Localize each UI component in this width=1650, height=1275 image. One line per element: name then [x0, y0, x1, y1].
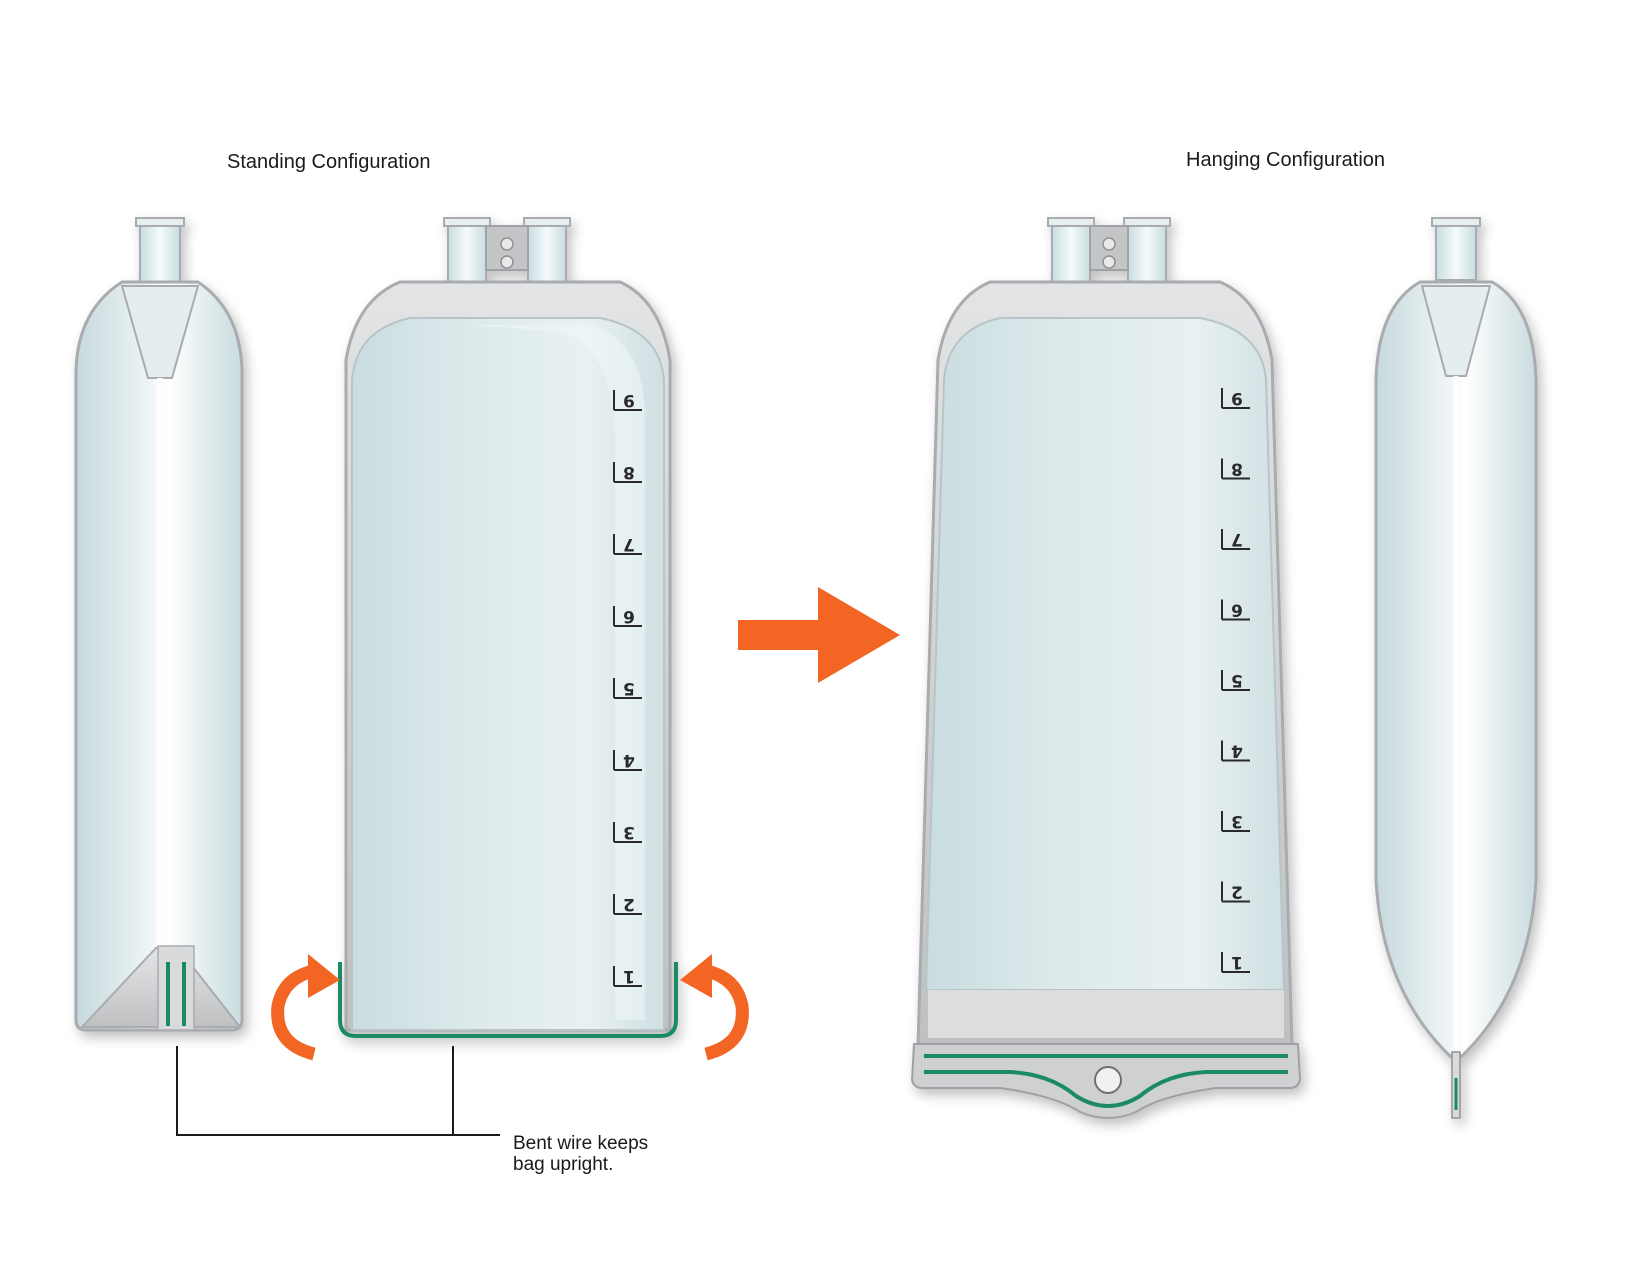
front-hang-hole-2	[500, 255, 514, 269]
bent-wire-callout: Bent wire keeps bag upright.	[513, 1133, 648, 1175]
transition-arrow-icon	[738, 587, 900, 683]
hanging-graduation-7: 7	[1231, 529, 1243, 549]
rotate-left-arrow-icon	[271, 963, 320, 1061]
hanging-port-left	[1051, 221, 1091, 285]
standing-graduation-3: 3	[623, 822, 635, 842]
rotate-right-arrowhead-icon	[680, 954, 712, 998]
rotate-left-arrowhead-icon	[308, 954, 340, 998]
standing-graduation-9: 9	[623, 390, 635, 410]
hanging-bag-body	[924, 317, 1286, 991]
standing-configuration-label: Standing Configuration	[227, 151, 431, 173]
standing-front-view: 9 8 7 6 5 4 3 2 1	[338, 217, 678, 1038]
hanging-configuration-label: Hanging Configuration	[1186, 149, 1386, 171]
hanging-graduation-8: 8	[1231, 459, 1243, 479]
hanging-graduation-2: 2	[1231, 882, 1243, 902]
rotate-right-arrow-icon	[700, 963, 749, 1061]
hanging-graduation-scale: 9 8 7 6 5 4 3 2 1	[1221, 388, 1250, 973]
side-port	[139, 221, 181, 283]
front-port-right	[527, 221, 567, 285]
side-wire-slot	[157, 945, 195, 1031]
hanging-graduation-9: 9	[1231, 388, 1243, 408]
hanging-side-top-gusset	[1420, 285, 1492, 377]
hanging-front-view: 9 8 7 6 5 4 3 2 1	[910, 217, 1302, 1119]
side-port-rim	[135, 217, 185, 227]
hanging-side-view	[1374, 217, 1538, 1119]
front-hang-hole-1	[500, 237, 514, 251]
standing-graduation-7: 7	[623, 534, 635, 554]
hanging-graduation-6: 6	[1231, 600, 1243, 620]
side-top-gusset	[120, 285, 200, 379]
standing-side-view	[74, 217, 244, 1032]
callout-leader-side	[176, 1046, 500, 1136]
front-port-left	[447, 221, 487, 285]
front-port-right-rim	[523, 217, 571, 227]
hanging-graduation-4: 4	[1231, 741, 1243, 761]
standing-graduation-8: 8	[623, 462, 635, 482]
standing-graduation-1: 1	[623, 966, 635, 986]
hanging-bottom-fold	[928, 990, 1284, 1038]
callout-line-2: bag upright.	[513, 1154, 614, 1175]
hanging-hook-hole	[1094, 1066, 1122, 1094]
standing-graduation-4: 4	[623, 750, 635, 770]
standing-graduation-scale: 9 8 7 6 5 4 3 2 1	[613, 390, 642, 987]
hanging-graduation-1: 1	[1231, 952, 1243, 972]
standing-graduation-2: 2	[623, 894, 635, 914]
hanging-side-port-rim	[1431, 217, 1481, 227]
hanging-wire-bottom	[924, 1070, 1288, 1108]
front-port-left-rim	[443, 217, 491, 227]
standing-graduation-5: 5	[623, 678, 635, 698]
hanging-graduation-3: 3	[1231, 811, 1243, 831]
standing-graduation-6: 6	[623, 606, 635, 626]
hanging-graduation-5: 5	[1231, 670, 1243, 690]
front-bag-body	[351, 317, 665, 1031]
hanging-hang-hole-2	[1102, 255, 1116, 269]
hanging-side-port	[1435, 221, 1477, 281]
hanging-hang-hole-1	[1102, 237, 1116, 251]
front-bag-highlight	[470, 325, 645, 1020]
callout-line-1: Bent wire keeps	[513, 1133, 649, 1154]
hanging-port-left-rim	[1047, 217, 1095, 227]
hanging-port-right-rim	[1123, 217, 1171, 227]
hanging-port-right	[1127, 221, 1167, 285]
standing-bent-wire	[338, 962, 678, 1038]
